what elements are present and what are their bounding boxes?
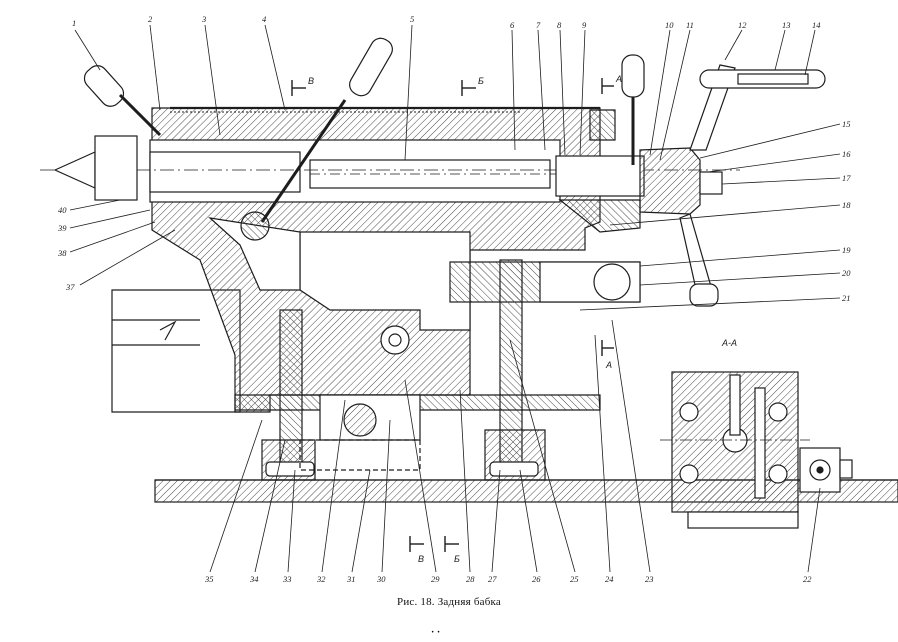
section-mark-b2-bottom: Б [454, 554, 460, 564]
callout-19: 19 [842, 245, 851, 255]
quill [149, 151, 301, 193]
callout-37: 37 [65, 282, 75, 292]
callout-24: 24 [605, 574, 614, 584]
section-mark-b2-top: Б [478, 76, 484, 86]
callout-9: 9 [582, 20, 587, 30]
section-arrows [291, 78, 614, 552]
callout-18: 18 [842, 200, 851, 210]
callout-35: 35 [204, 574, 214, 584]
callout-38: 38 [57, 248, 67, 258]
drawing-geometry [40, 24, 898, 573]
callout-26: 26 [532, 574, 541, 584]
callout-15: 15 [842, 119, 851, 129]
callout-21: 21 [842, 293, 851, 303]
callout-17: 17 [842, 173, 851, 183]
figure-caption: Рис. 18. Задняя бабка [397, 596, 501, 608]
clamp-lever-handle [621, 54, 645, 98]
callout-16: 16 [842, 149, 851, 159]
handwheel-hub [639, 147, 701, 215]
handwheel-grip [699, 69, 826, 89]
callout-22: 22 [803, 574, 812, 584]
callout-11: 11 [686, 20, 694, 30]
callout-14: 14 [812, 20, 821, 30]
callout-33: 33 [282, 574, 292, 584]
rear-bearing [555, 155, 645, 197]
callout-1: 1 [72, 18, 76, 28]
lever-handle-middle [349, 37, 393, 97]
callout-4: 4 [262, 14, 267, 24]
section-mark-a-bottom: А [605, 360, 612, 370]
callout-40: 40 [58, 205, 67, 215]
callout-7: 7 [536, 20, 541, 30]
callout-labels: 1 2 3 4 5 6 7 8 9 10 11 12 13 14 15 16 1… [57, 14, 851, 584]
callout-39: 39 [57, 223, 67, 233]
callout-27: 27 [488, 574, 497, 584]
callout-8: 8 [557, 20, 562, 30]
callout-23: 23 [645, 574, 654, 584]
live-centre [53, 151, 96, 189]
callout-32: 32 [316, 574, 326, 584]
callout-10: 10 [665, 20, 674, 30]
section-mark-a-top: А [615, 74, 622, 84]
callout-29: 29 [431, 574, 440, 584]
leader-lines [69, 24, 841, 573]
section-label-a-a: А-А [721, 338, 737, 348]
callout-34: 34 [249, 574, 259, 584]
callout-25: 25 [570, 574, 579, 584]
callout-13: 13 [782, 20, 791, 30]
callout-31: 31 [346, 574, 356, 584]
callout-20: 20 [842, 268, 851, 278]
callout-12: 12 [738, 20, 747, 30]
lever-handle-left [83, 65, 125, 107]
callout-5: 5 [410, 14, 414, 24]
section-a-a [660, 371, 853, 529]
callout-2: 2 [148, 14, 153, 24]
section-mark-b-top: В [308, 76, 314, 86]
callout-3: 3 [201, 14, 206, 24]
callout-28: 28 [466, 574, 475, 584]
page-mark: · · [431, 627, 441, 638]
section-mark-b-bottom: В [418, 554, 424, 564]
callout-30: 30 [376, 574, 386, 584]
callout-6: 6 [510, 20, 515, 30]
